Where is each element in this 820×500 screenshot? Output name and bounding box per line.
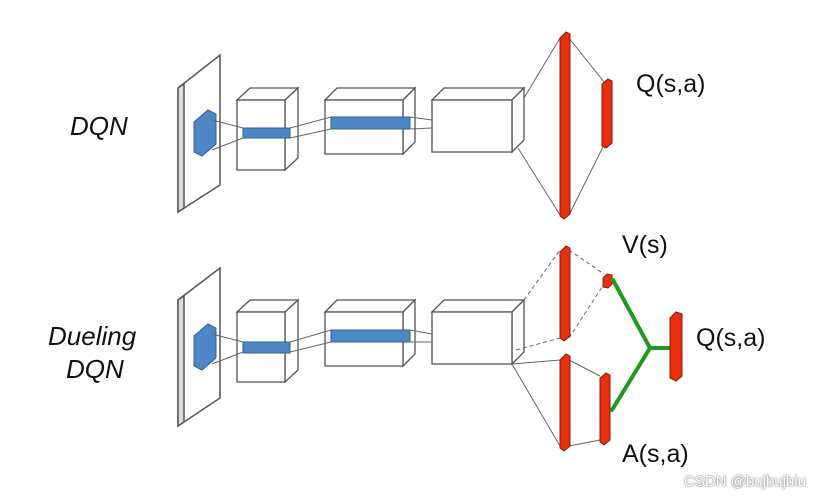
aggregation-merge [610,278,672,412]
watermark-text: CSDN @bujbujbiu [684,473,806,490]
dqn-input-kernel [193,109,217,157]
dqn-connectors [211,37,605,216]
dueling-connectors [211,249,605,447]
dqn-label: DQN [70,111,128,141]
dueling-network [177,245,683,452]
dueling-input-kernel [193,323,217,371]
dqn-conv2-feature [330,116,411,130]
value-output-unit [602,273,613,289]
dueling-conv1-feature [242,341,291,354]
dqn-output-layer [601,78,613,149]
dqn-conv1-feature [242,127,291,139]
dqn-conv3 [430,86,526,154]
advantage-label: A(s,a) [622,440,689,468]
dueling-conv3 [430,298,526,366]
dqn-network [177,31,613,220]
dqn-q-label: Q(s,a) [636,70,705,98]
dueling-label-line1: Dueling [48,321,137,351]
dueling-q-label: Q(s,a) [696,324,765,352]
dueling-conv1 [235,298,300,384]
dqn-fc-layer [559,31,571,220]
advantage-fc-layer [559,353,571,452]
value-label: V(s) [622,231,668,259]
advantage-output-layer [599,372,611,446]
dueling-label-line2: DQN [66,354,124,384]
value-fc-layer [559,245,571,342]
dueling-conv2-feature [330,329,411,343]
dueling-output-layer [669,311,683,382]
